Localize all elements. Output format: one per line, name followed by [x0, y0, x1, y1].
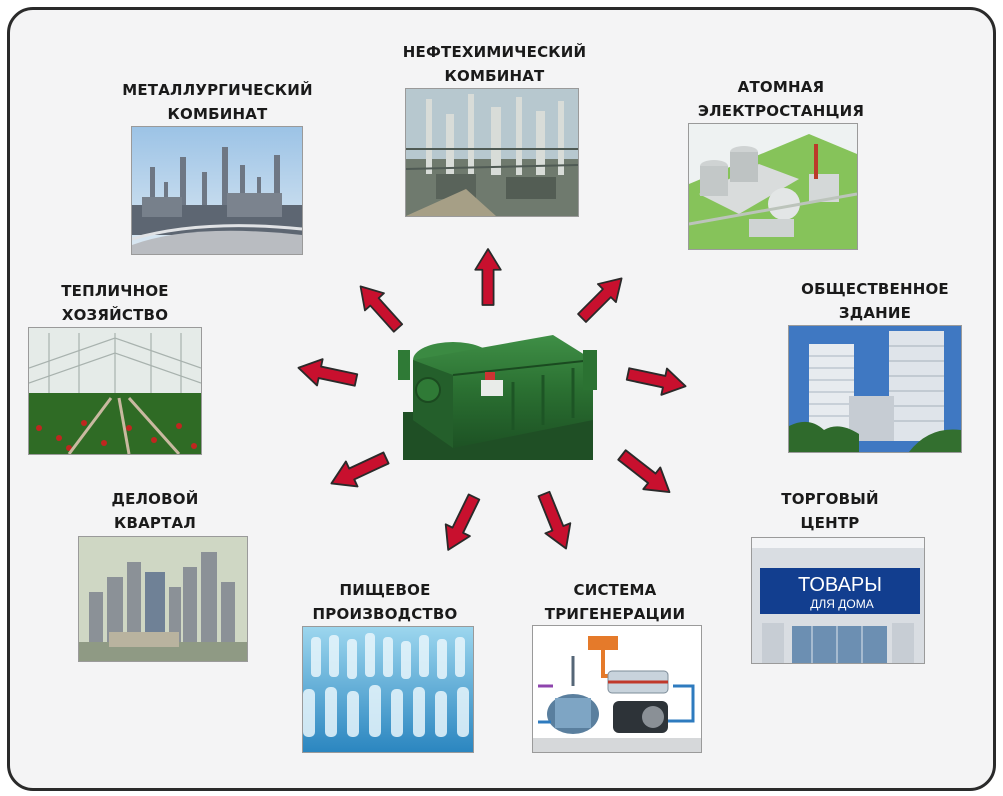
photo-greenhouse	[28, 327, 202, 455]
arrow-to-mall	[612, 443, 679, 504]
photo-food	[302, 626, 474, 753]
arrow-to-metallurgical	[350, 276, 409, 338]
photo-nuclear	[688, 123, 858, 250]
photo-public-building	[788, 325, 962, 453]
arrow-to-public-building	[624, 359, 690, 401]
photo-trigeneration	[532, 625, 702, 753]
arrow-to-greenhouse	[294, 353, 360, 395]
mall-sign-main: ТОВАРЫ	[798, 574, 882, 596]
arrow-to-trigeneration	[530, 488, 580, 555]
arrow-to-nuclear	[572, 268, 632, 328]
photo-mall: ТОВАРЫ ДЛЯ ДОМА	[751, 537, 925, 664]
arrow-to-business	[324, 444, 393, 497]
photo-metallurgical	[131, 126, 303, 255]
mall-sign-sub: ДЛЯ ДОМА	[810, 597, 873, 611]
photo-business	[78, 536, 248, 662]
central-equipment	[393, 320, 613, 468]
arrow-to-petrochemical	[474, 248, 502, 306]
arrow-to-food	[435, 490, 488, 557]
photo-petrochemical	[405, 88, 579, 217]
